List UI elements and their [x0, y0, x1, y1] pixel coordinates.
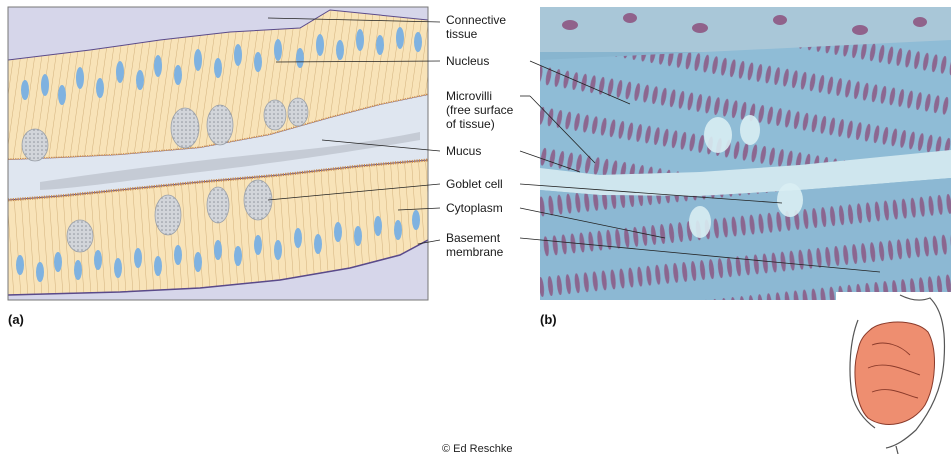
label-microvilli-line2: (free surface	[446, 103, 513, 117]
panel-label-a: (a)	[8, 312, 24, 327]
label-connective-tissue-line1: Connective	[446, 13, 506, 27]
label-basement-membrane-line2: membrane	[446, 245, 503, 259]
panel-label-b: (b)	[540, 312, 557, 327]
label-connective-tissue-line2: tissue	[446, 27, 506, 41]
label-microvilli: Microvilli (free surface of tissue)	[446, 89, 513, 131]
label-basement-membrane-line1: Basement	[446, 231, 503, 245]
label-goblet-cell: Goblet cell	[446, 177, 503, 191]
photo-credit: © Ed Reschke	[442, 443, 512, 455]
label-microvilli-line1: Microvilli	[446, 89, 513, 103]
label-mucus: Mucus	[446, 144, 481, 158]
micrograph-upper-epithelium	[540, 40, 951, 175]
label-microvilli-line3: of tissue)	[446, 117, 513, 131]
label-cytoplasm: Cytoplasm	[446, 201, 503, 215]
micrograph-lower-epithelium	[540, 178, 951, 300]
small-intestine-icon	[855, 322, 934, 424]
micrograph-panel	[540, 7, 951, 300]
illustration-panel	[8, 7, 428, 300]
label-nucleus: Nucleus	[446, 54, 489, 68]
intestine-inset	[836, 292, 951, 454]
label-basement-membrane: Basement membrane	[446, 231, 503, 259]
label-connective-tissue: Connective tissue	[446, 13, 506, 41]
